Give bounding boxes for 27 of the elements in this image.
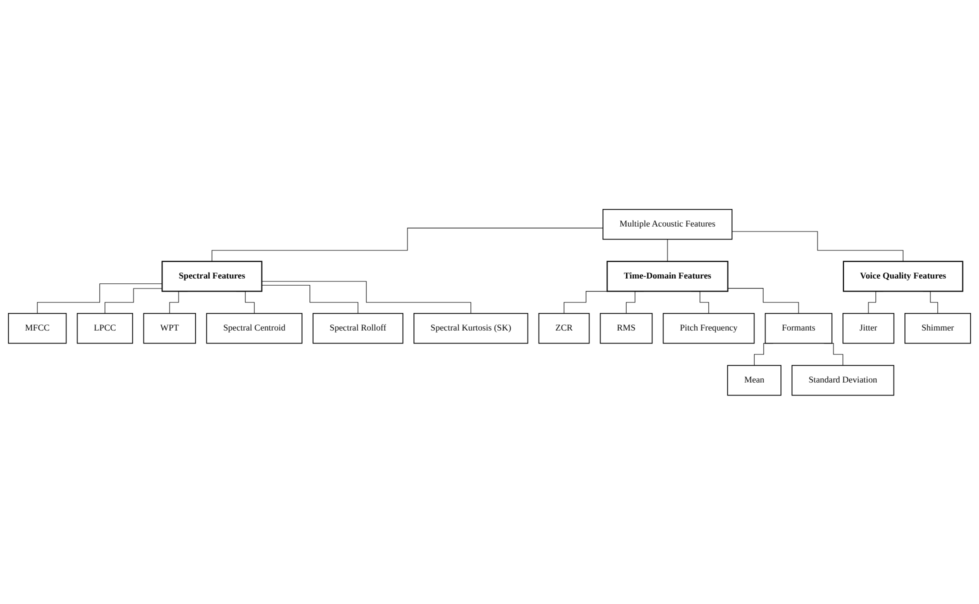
node-box: Spectral Rolloff (312, 312, 404, 344)
node-box: Formants (764, 312, 832, 344)
node-box: Time-Domain Features (606, 260, 728, 292)
connector (262, 284, 358, 314)
connector (212, 227, 604, 262)
node-box: Voice Quality Features (842, 260, 964, 292)
connector (732, 230, 904, 262)
node-box: Jitter (842, 312, 894, 344)
node-box: LPCC (76, 312, 134, 344)
node-box: MFCC (8, 312, 67, 344)
node-box: Mean (727, 364, 782, 396)
node-box: Spectral Centroid (206, 312, 302, 344)
connector (667, 238, 668, 262)
connector (564, 290, 608, 314)
node-box: ZCR (538, 312, 590, 344)
node-box: Shimmer (904, 312, 971, 344)
connector (262, 280, 472, 314)
node-box: Spectral Kurtosis (SK) (414, 312, 528, 344)
node-box: Pitch Frequency (662, 312, 755, 344)
node-box: Multiple Acoustic Features (602, 208, 732, 240)
connector (728, 288, 799, 314)
connector (37, 283, 162, 314)
connector (104, 288, 162, 314)
node-box: Spectral Features (162, 260, 262, 292)
node-box: RMS (600, 312, 653, 344)
node-box: WPT (143, 312, 196, 344)
node-box: Standard Deviation (792, 364, 894, 396)
